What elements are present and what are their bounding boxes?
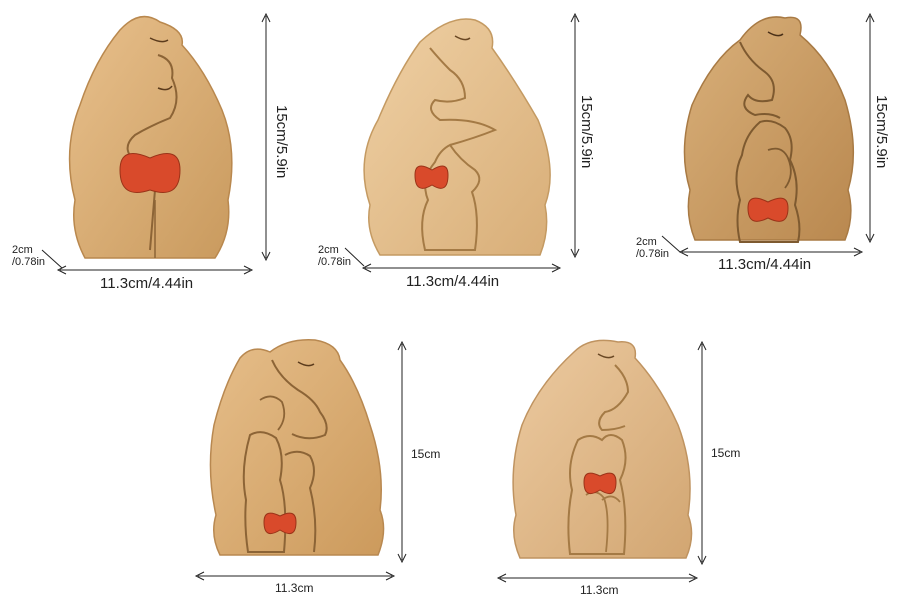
depth-label-in: /0.78in <box>636 248 670 261</box>
height-label: 15cm <box>711 446 741 460</box>
product-two-bears-one-cub: 11.3cm/4.44in 15cm/5.9in 2cm /0.78in <box>300 0 600 300</box>
depth-label-cm: 2cm <box>636 236 657 248</box>
depth-label-cm: 2cm <box>12 244 33 256</box>
height-label: 15cm/5.9in <box>578 95 595 169</box>
bear-puzzle-image <box>194 339 407 581</box>
product-bears-family-four-cubs: 11.3cm 15cm <box>490 330 760 600</box>
width-label: 11.3cm/4.44in <box>406 273 500 290</box>
height-label: 15cm <box>411 447 441 461</box>
depth-label: 2cm /0.78in <box>12 244 45 268</box>
bear-puzzle-image <box>41 12 271 275</box>
depth-label: 2cm /0.78in <box>318 244 351 268</box>
bear-puzzle-image <box>496 339 707 583</box>
width-label: 11.3cm <box>580 583 619 597</box>
product-bears-family-large: 11.3cm 15cm <box>180 330 450 600</box>
height-label: 15cm/5.9in <box>873 95 890 169</box>
product-two-bears-two-cubs: 11.3cm/4.44in 15cm/5.9in 2cm /0.78in <box>620 0 900 300</box>
width-label: 11.3cm/4.44in <box>718 256 812 273</box>
depth-label-cm: 2cm <box>318 244 339 256</box>
bear-puzzle-image <box>661 12 875 257</box>
depth-label: 2cm /0.78in <box>636 236 669 260</box>
depth-label-in: /0.78in <box>318 256 352 269</box>
depth-label-in: /0.78in <box>12 256 46 269</box>
product-two-bears: 11.3cm/4.44in 15cm/5.9in 2cm /0.78in <box>0 0 290 300</box>
bear-puzzle-image <box>344 12 580 273</box>
width-label: 11.3cm <box>275 581 314 595</box>
width-label: 11.3cm/4.44in <box>100 275 194 292</box>
height-label: 15cm/5.9in <box>273 105 290 179</box>
